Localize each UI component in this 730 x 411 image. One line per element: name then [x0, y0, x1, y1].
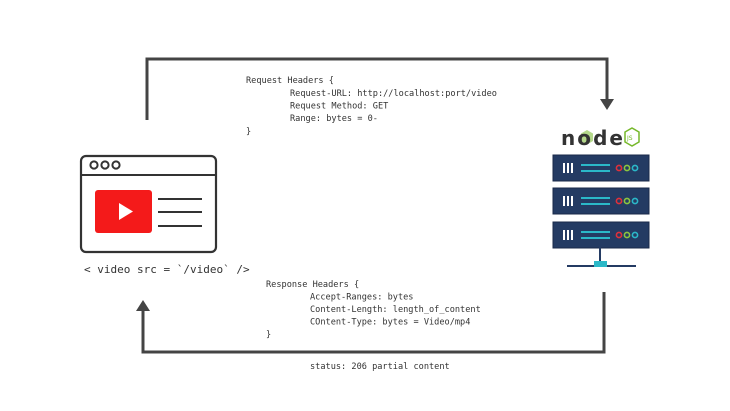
request-arrow — [145, 57, 614, 120]
svg-text:Request-URL: http://localhost:: Request-URL: http://localhost:port/video — [290, 89, 497, 99]
svg-text:COntent-Type: bytes = Video/mp: COntent-Type: bytes = Video/mp4 — [310, 318, 470, 328]
browser-window-icon — [79, 154, 218, 254]
svg-text:Response Headers {: Response Headers { — [266, 280, 359, 290]
video-player-icon — [95, 190, 152, 233]
svg-text:}: } — [266, 330, 271, 340]
server-unit — [552, 187, 650, 215]
play-icon — [119, 203, 133, 220]
svg-text:}: } — [246, 127, 251, 137]
server-unit — [552, 154, 650, 182]
svg-text:Accept-Ranges: bytes: Accept-Ranges: bytes — [310, 293, 413, 303]
svg-text:Range: bytes = 0-: Range: bytes = 0- — [290, 114, 378, 124]
node-hexagon-icon — [581, 130, 593, 145]
svg-text:JS: JS — [626, 135, 633, 142]
server-rack-icon — [552, 154, 650, 249]
js-badge-icon — [624, 127, 640, 147]
nodejs-logo: node JS — [561, 126, 640, 150]
svg-text:Content-Length: length_of_cont: Content-Length: length_of_content — [310, 305, 481, 315]
svg-text:Request Method: GET: Request Method: GET — [290, 102, 388, 112]
svg-text:Request Headers {: Request Headers { — [246, 76, 334, 86]
response-arrow — [136, 292, 606, 354]
video-tag-label: < video src = `/video` /> — [84, 263, 250, 276]
network-connector — [567, 247, 636, 267]
response-headers: Response Headers { Accept-Ranges: bytes … — [266, 280, 481, 340]
status-text: status: 206 partial content — [310, 362, 450, 372]
server-unit — [552, 221, 650, 249]
request-headers: Request Headers { Request-URL: http://lo… — [246, 76, 497, 137]
